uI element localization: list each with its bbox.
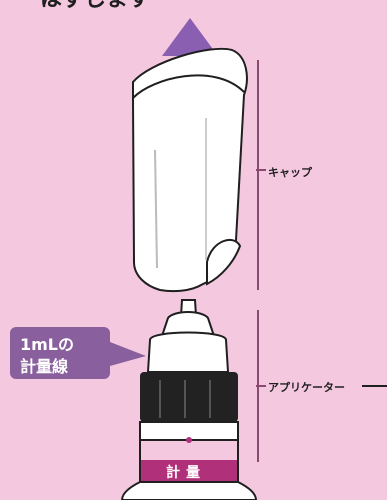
bottle xyxy=(120,421,258,500)
measuring-line-callout xyxy=(10,327,146,379)
applicator-tip xyxy=(146,299,230,373)
callout-line2: 計量線 xyxy=(20,357,68,376)
bottle-band-label: 計量 xyxy=(166,464,206,481)
cap-bracket xyxy=(256,60,266,290)
top-caption: はずします xyxy=(40,0,150,12)
cap-label: キャップ xyxy=(268,165,313,179)
applicator-bracket xyxy=(256,310,387,462)
applicator-label: アプリケーター xyxy=(268,380,345,394)
callout-line1: 1mLの xyxy=(20,335,74,354)
cap xyxy=(132,47,248,293)
collar xyxy=(140,372,238,422)
